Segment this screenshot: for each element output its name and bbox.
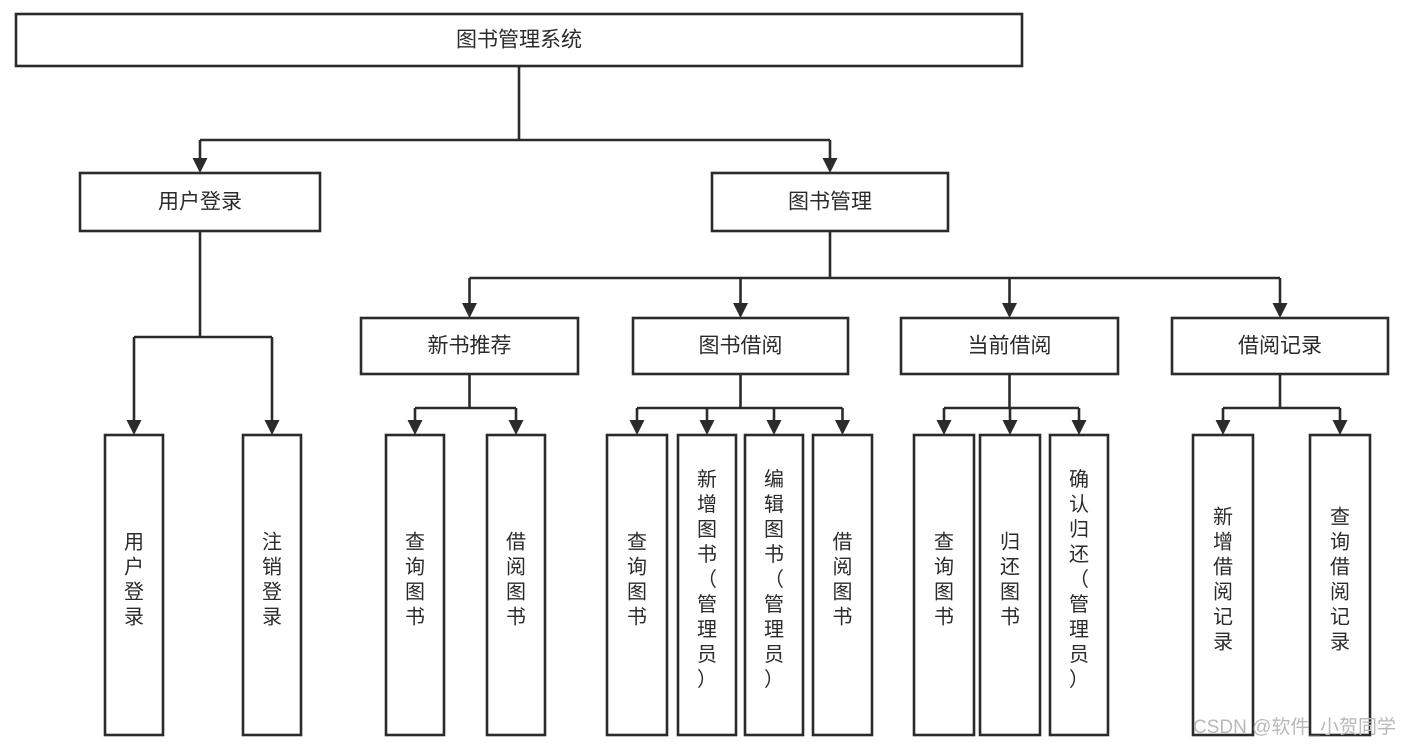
node-label-user-login: 用户登录	[158, 191, 242, 214]
node-box-leaf-add-borrow-record	[1191, 433, 1255, 737]
connectors-layer	[126, 66, 1348, 435]
node-box-leaf-return-book	[978, 433, 1042, 737]
node-leaf-borrow-book-1[interactable]: 借阅图书	[485, 433, 547, 737]
arrow-head-book-manage-1	[733, 303, 748, 318]
node-user-login[interactable]: 用户登录	[78, 171, 322, 233]
arrow-head-current-borrow-2	[1071, 420, 1087, 435]
node-borrow-record[interactable]: 借阅记录	[1170, 316, 1390, 376]
node-box-current-borrow	[899, 316, 1120, 376]
node-label-leaf-query-book-2: 查询图书	[627, 531, 647, 629]
node-label-leaf-return-book: 归还图书	[1000, 531, 1020, 629]
node-book-manage[interactable]: 图书管理	[710, 171, 950, 233]
node-label-leaf-query-book-3: 查询图书	[934, 531, 954, 629]
node-label-leaf-add-book-admin: 新增图书（管理员）	[697, 468, 717, 691]
node-box-leaf-query-book-3	[912, 433, 976, 737]
node-current-borrow[interactable]: 当前借阅	[899, 316, 1120, 376]
node-box-leaf-query-book-1	[384, 433, 446, 737]
node-label-borrow-record: 借阅记录	[1238, 335, 1322, 358]
node-leaf-query-book-2[interactable]: 查询图书	[605, 433, 669, 737]
node-box-leaf-edit-book-admin	[743, 433, 805, 737]
node-label-root: 图书管理系统	[456, 29, 582, 52]
node-leaf-query-book-1[interactable]: 查询图书	[384, 433, 446, 737]
arrow-head-current-borrow-0	[936, 420, 952, 435]
arrow-head-book-borrow-3	[835, 420, 850, 435]
node-leaf-add-book-admin[interactable]: 新增图书（管理员）	[676, 433, 738, 737]
node-label-leaf-borrow-book-1: 借阅图书	[506, 531, 526, 629]
arrow-head-user-login-0	[126, 420, 142, 435]
node-box-leaf-add-book-admin	[676, 433, 738, 737]
node-label-leaf-borrow-book-2: 借阅图书	[833, 531, 853, 629]
node-label-leaf-add-borrow-record: 新增借阅记录	[1213, 506, 1233, 654]
node-leaf-query-book-3[interactable]: 查询图书	[912, 433, 976, 737]
arrow-head-book-manage-0	[462, 303, 477, 318]
node-leaf-edit-book-admin[interactable]: 编辑图书（管理员）	[743, 433, 805, 737]
arrow-head-book-borrow-1	[699, 420, 715, 435]
node-leaf-confirm-return-admin[interactable]: 确认归还（管理员）	[1048, 433, 1110, 737]
node-leaf-user-login[interactable]: 用户登录	[103, 433, 165, 737]
arrow-head-borrow-record-1	[1332, 420, 1348, 435]
node-box-leaf-query-book-2	[605, 433, 669, 737]
node-box-user-login	[78, 171, 322, 233]
arrow-head-current-borrow-1	[1002, 420, 1018, 435]
arrow-head-book-borrow-2	[766, 420, 782, 435]
node-book-borrow[interactable]: 图书借阅	[631, 316, 850, 376]
node-box-leaf-query-borrow-record	[1308, 433, 1372, 737]
node-label-leaf-user-logout: 注销登录	[262, 531, 282, 629]
node-box-borrow-record	[1170, 316, 1390, 376]
node-label-new-book-recommend: 新书推荐	[428, 335, 512, 358]
arrow-head-borrow-record-0	[1215, 420, 1231, 435]
arrow-head-book-borrow-0	[629, 420, 645, 435]
arrow-head-book-manage-2	[1002, 303, 1017, 318]
node-box-leaf-borrow-book-1	[485, 433, 547, 737]
node-box-book-borrow	[631, 316, 850, 376]
arrow-head-user-login-1	[264, 420, 280, 435]
node-label-leaf-edit-book-admin: 编辑图书（管理员）	[764, 468, 784, 691]
node-box-book-manage	[710, 171, 950, 233]
node-box-leaf-confirm-return-admin	[1048, 433, 1110, 737]
watermark-label: CSDN @软件_小贺同学	[1193, 716, 1396, 738]
arrow-head-root-1	[822, 158, 838, 173]
node-leaf-return-book[interactable]: 归还图书	[978, 433, 1042, 737]
arrow-head-root-0	[192, 158, 208, 173]
node-label-current-borrow: 当前借阅	[968, 335, 1052, 358]
node-root[interactable]: 图书管理系统	[14, 12, 1024, 68]
nodes-layer: 图书管理系统用户登录图书管理新书推荐图书借阅当前借阅借阅记录用户登录注销登录查询…	[14, 12, 1390, 737]
arrow-head-new-book-recommend-1	[508, 420, 524, 435]
node-label-leaf-confirm-return-admin: 确认归还（管理员）	[1069, 468, 1089, 691]
node-leaf-add-borrow-record[interactable]: 新增借阅记录	[1191, 433, 1255, 737]
node-box-new-book-recommend	[359, 316, 580, 376]
node-leaf-query-borrow-record[interactable]: 查询借阅记录	[1308, 433, 1372, 737]
node-label-leaf-query-book-1: 查询图书	[405, 531, 425, 629]
node-box-leaf-user-login	[103, 433, 165, 737]
node-label-book-manage: 图书管理	[788, 191, 872, 214]
node-label-leaf-user-login: 用户登录	[124, 532, 144, 629]
node-box-leaf-borrow-book-2	[811, 433, 874, 737]
node-box-root	[14, 12, 1024, 68]
arrow-head-new-book-recommend-0	[407, 420, 423, 435]
node-label-leaf-query-borrow-record: 查询借阅记录	[1330, 506, 1350, 654]
node-new-book-recommend[interactable]: 新书推荐	[359, 316, 580, 376]
node-box-leaf-user-logout	[241, 433, 303, 737]
arrow-head-book-manage-3	[1272, 303, 1288, 318]
node-leaf-borrow-book-2[interactable]: 借阅图书	[811, 433, 874, 737]
node-label-book-borrow: 图书借阅	[699, 335, 783, 358]
node-leaf-user-logout[interactable]: 注销登录	[241, 433, 303, 737]
